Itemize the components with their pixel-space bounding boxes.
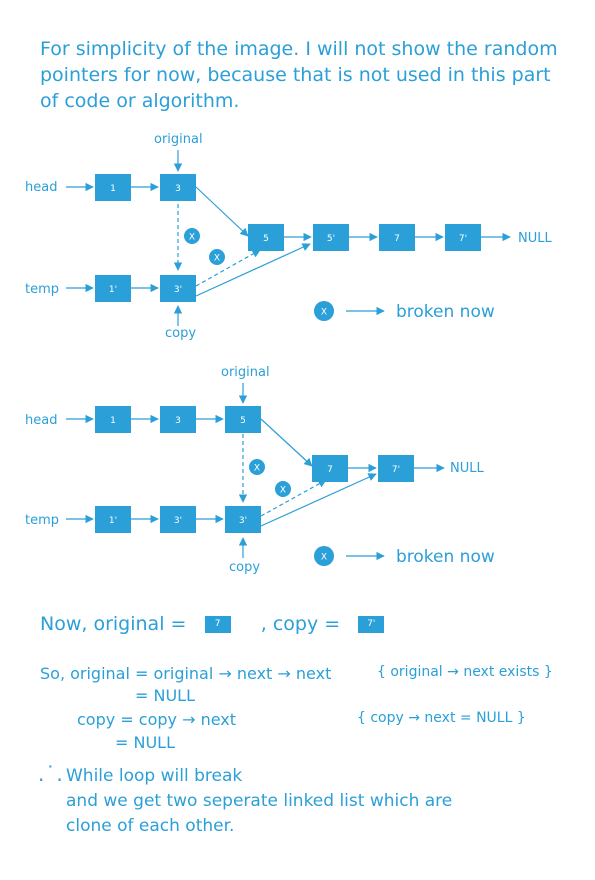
head-label: head [25, 180, 57, 195]
svg-text:3': 3' [174, 516, 182, 526]
explanation-note-3: { copy → next = NULL } [357, 710, 526, 726]
broken-x-mark: X [184, 228, 200, 244]
broken-edge-3p-7 [260, 479, 327, 517]
legend-text: broken now [396, 547, 495, 567]
svg-text:3: 3 [175, 184, 181, 194]
explanation-line-2: = NULL [135, 686, 195, 705]
node-3-copy: 3' [160, 275, 196, 302]
svg-text:3: 3 [175, 416, 181, 426]
node-1: 1 [95, 406, 131, 433]
null-label: NULL [518, 231, 552, 246]
node-5: 5 [248, 224, 284, 251]
copy-label: copy [229, 560, 260, 575]
edge-5-7 [260, 418, 313, 467]
original-label: original [154, 132, 203, 147]
svg-text:X: X [321, 308, 327, 318]
svg-text:1': 1' [109, 285, 117, 295]
diagram-1: original copy head temp NULL 1 3 5 5' 7 … [25, 132, 552, 341]
svg-text:5: 5 [263, 234, 269, 244]
intro-text: For simplicity of the image. I will not … [40, 38, 558, 112]
null-label: NULL [450, 461, 484, 476]
svg-text:1': 1' [109, 516, 117, 526]
node-7-copy: 7' [445, 224, 481, 251]
node-1-copy: 1' [95, 506, 131, 533]
now-line: Now, original = 7 , copy = 7' [40, 611, 385, 637]
svg-text:7': 7' [392, 465, 400, 475]
broken-x-mark: X [209, 249, 225, 265]
conclusion-line-2: and we get two seperate linked list whic… [66, 791, 453, 811]
node-3: 3 [160, 174, 196, 201]
svg-text:5: 5 [240, 416, 246, 426]
explanation-line-3: copy = copy → next [77, 710, 237, 729]
svg-text:X: X [189, 233, 195, 243]
now-middle: , copy = [260, 613, 341, 635]
now-prefix: Now, original = [40, 613, 187, 635]
explanation-note-1: { original → next exists } [377, 664, 553, 680]
svg-text:1: 1 [110, 416, 116, 426]
svg-text:X: X [214, 254, 220, 264]
svg-text:X: X [254, 464, 260, 474]
node-5-copy: 5' [313, 224, 349, 251]
svg-text:7: 7 [394, 234, 400, 244]
node-5: 5 [225, 406, 261, 433]
diagram-2: original copy head temp NULL 1 3 5 7 7' … [25, 365, 495, 575]
explanation-line-1: So, original = original → next → next [40, 664, 332, 683]
node-3: 3 [160, 406, 196, 433]
copy-label: copy [165, 326, 196, 341]
explanation-line-4: = NULL [115, 733, 175, 752]
conclusion-line-3: clone of each other. [66, 816, 235, 836]
legend-x-icon: X [314, 301, 334, 321]
svg-text:1: 1 [110, 184, 116, 194]
svg-text:3': 3' [174, 285, 182, 295]
legend-text: broken now [396, 302, 495, 322]
node-1-copy: 1' [95, 275, 131, 302]
edge-3-5 [195, 186, 249, 237]
conclusion-line-1: While loop will break [66, 766, 243, 786]
edge-3p-7p [260, 473, 377, 527]
broken-edge-3p-5 [195, 249, 261, 287]
original-value-box: 7 [204, 616, 231, 633]
broken-x-mark: X [275, 481, 291, 497]
node-7: 7 [312, 455, 348, 482]
svg-text:X: X [280, 486, 286, 496]
therefore-symbol: .˙. [38, 762, 64, 786]
original-label: original [221, 365, 270, 380]
copy-value-box: 7' [358, 616, 385, 633]
head-label: head [25, 413, 57, 428]
svg-text:5': 5' [327, 234, 335, 244]
temp-label: temp [25, 282, 59, 297]
svg-text:7: 7 [327, 465, 333, 475]
node-3-copy: 3' [160, 506, 196, 533]
svg-text:X: X [321, 553, 327, 563]
svg-text:3': 3' [239, 516, 247, 526]
legend-x-icon: X [314, 546, 334, 566]
node-7-copy: 7' [378, 455, 414, 482]
node-7: 7 [379, 224, 415, 251]
temp-label: temp [25, 513, 59, 528]
broken-x-mark: X [249, 459, 265, 475]
edge-3p-5p [195, 243, 311, 297]
svg-text:7': 7' [459, 234, 467, 244]
node-1: 1 [95, 174, 131, 201]
node-5-copy: 3' [225, 506, 261, 533]
